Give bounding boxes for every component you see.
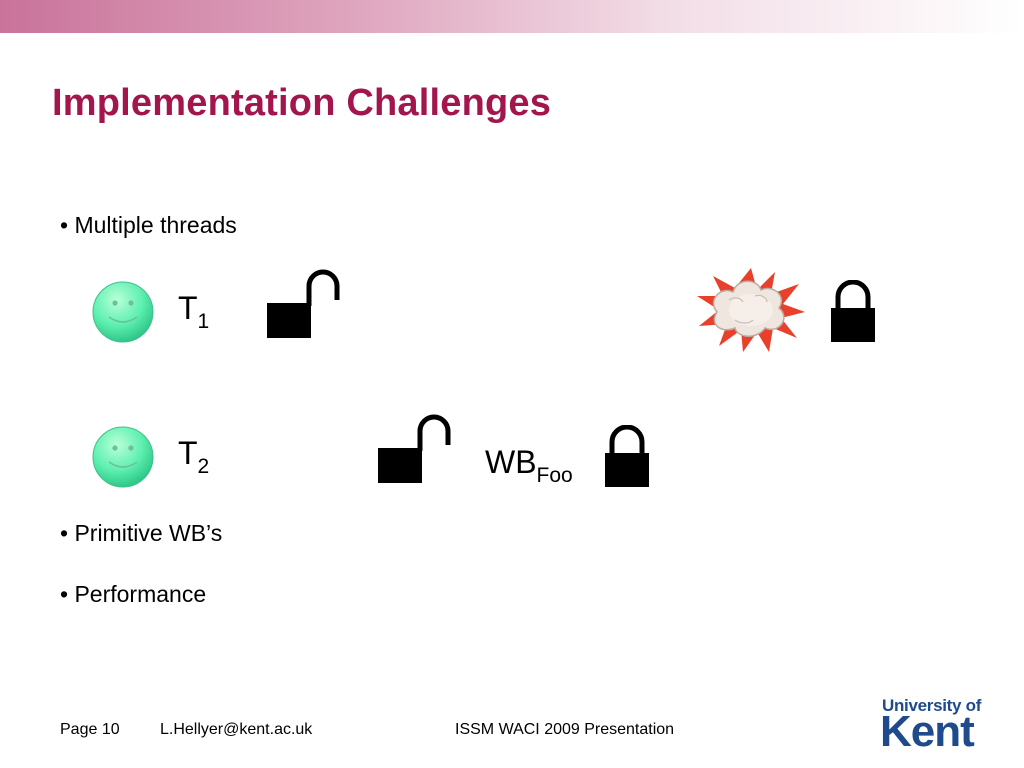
header-gradient-bar — [0, 0, 1024, 33]
lock-open-icon — [267, 269, 340, 338]
author-email: L.Hellyer@kent.ac.uk — [160, 721, 313, 738]
event-name: ISSM WACI 2009 Presentation — [455, 721, 675, 738]
thread-2-label: T2 — [178, 435, 210, 478]
write-barrier-label: WBFoo — [485, 444, 573, 487]
logo-line-2: Kent — [880, 707, 975, 756]
lock-closed-icon — [831, 280, 875, 342]
bullet-performance: • Performance — [60, 581, 207, 607]
university-logo: University of Kent — [880, 696, 984, 754]
lock-open-icon — [378, 414, 451, 483]
explosion-icon — [697, 268, 805, 352]
smiley-icon — [92, 426, 154, 488]
thread-1-label: T1 — [178, 290, 210, 333]
slide-title: Implementation Challenges — [52, 82, 552, 124]
smiley-icon — [92, 281, 154, 343]
lock-closed-icon — [605, 425, 649, 487]
logo-line-1: University of — [882, 696, 982, 715]
page-number: Page 10 — [60, 721, 120, 738]
bullet-primitive-wbs: • Primitive WB’s — [60, 520, 223, 546]
bullet-multiple-threads: • Multiple threads — [60, 212, 237, 238]
